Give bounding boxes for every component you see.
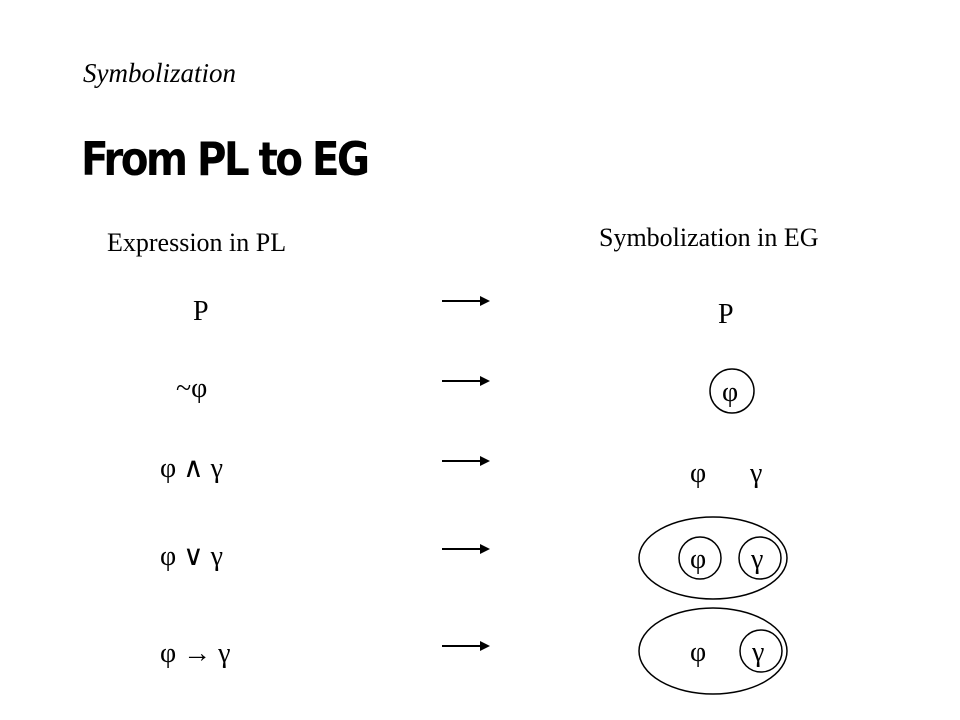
arrow-icon (442, 455, 490, 467)
arrow-icon (442, 543, 490, 555)
eg-atom-phi: φ (690, 458, 706, 489)
cut-circle (709, 368, 755, 414)
eg-atom-phi: φ (690, 637, 706, 668)
eg-atom-phi: φ (722, 377, 738, 408)
slide-subtitle: Symbolization (83, 58, 236, 88)
pl-column-header: Expression in PL (107, 228, 287, 257)
eg-atom-p: P (718, 299, 734, 330)
cut-circle (739, 629, 783, 673)
cut-circle (738, 536, 782, 580)
slide-title: From PL to EG (81, 132, 370, 186)
eg-atom-gamma: γ (751, 637, 764, 668)
cut-outer-ellipse (638, 607, 788, 695)
pl-expression-disjunction: φ ∨ γ (160, 541, 224, 572)
eg-atom-phi: φ (690, 544, 706, 575)
eg-atom-gamma: γ (749, 458, 762, 489)
pl-expression-atom: P (193, 296, 209, 327)
eg-column-header: Symbolization in EG (599, 223, 819, 252)
arrow-icon (442, 375, 490, 387)
cut-circle (678, 536, 722, 580)
pl-expression-implication: φ → γ (160, 638, 231, 669)
arrow-icon (442, 295, 490, 307)
eg-graph-conjunction: φ γ (600, 430, 820, 550)
pl-expression-negation: ~φ (176, 373, 208, 404)
eg-graph-atom: P (600, 280, 820, 400)
arrow-icon (442, 640, 490, 652)
eg-graph-negation: φ (600, 350, 820, 470)
pl-expression-conjunction: φ ∧ γ (160, 453, 224, 484)
cut-outer-ellipse (638, 516, 788, 600)
eg-atom-gamma: γ (750, 544, 763, 575)
eg-graph-disjunction: φ γ (600, 500, 820, 620)
eg-graph-implication: φ γ (600, 593, 820, 713)
